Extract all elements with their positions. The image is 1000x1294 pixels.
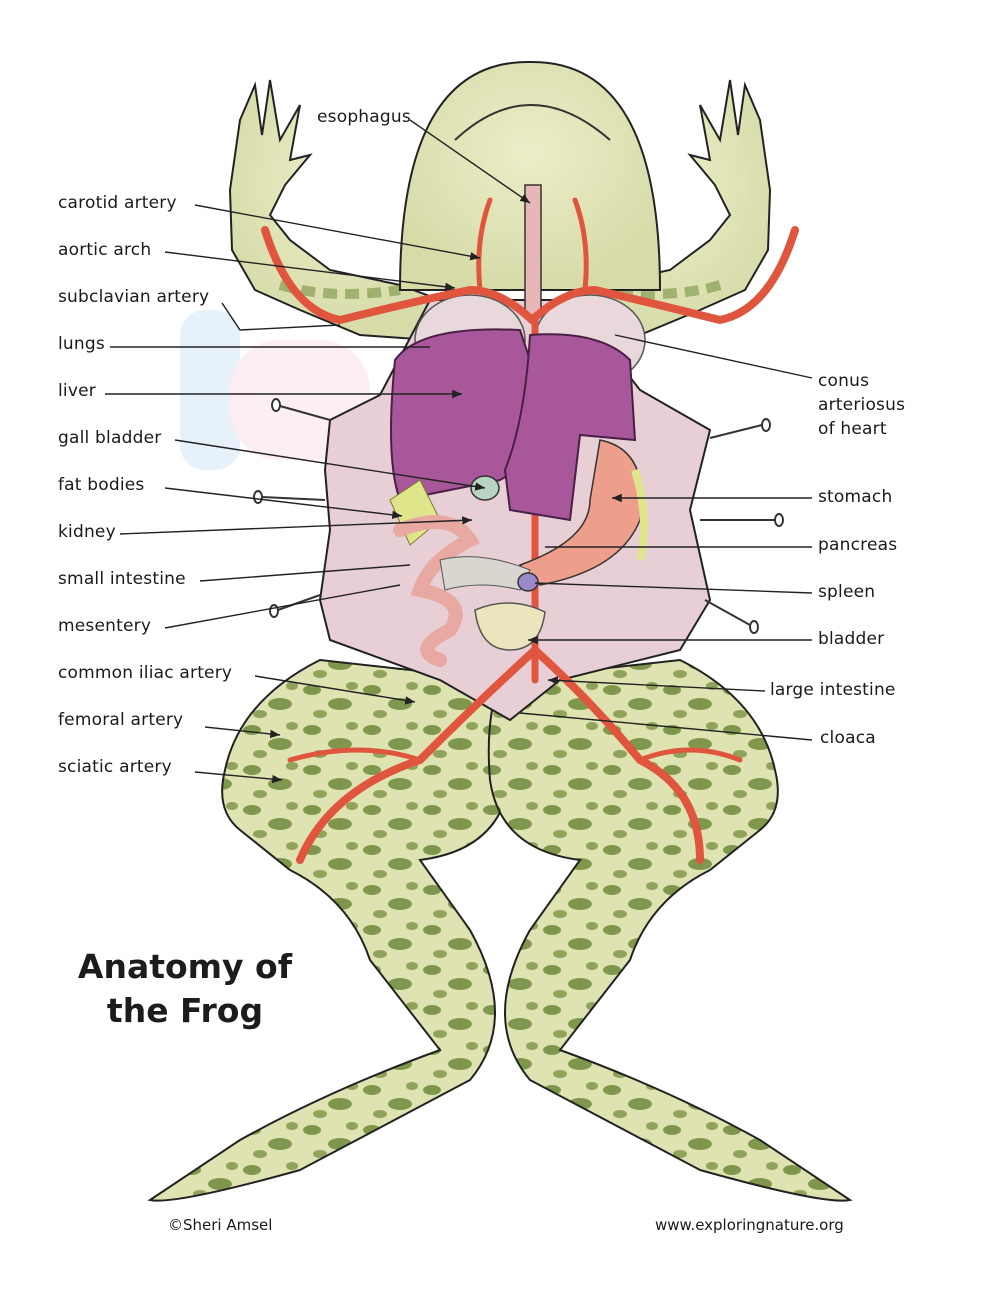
label-subclavian-artery: subclavian artery: [58, 287, 210, 307]
label-liver: liver: [58, 381, 96, 401]
label-kidney: kidney: [58, 522, 116, 542]
dissection-pins: [253, 398, 784, 634]
left-leg: [147, 658, 513, 1202]
label-large-intestine: large intestine: [770, 680, 896, 700]
label-small-intestine: small intestine: [58, 569, 186, 589]
frog-head: [398, 60, 662, 291]
title-line-1: Anatomy of: [77, 947, 293, 986]
label-bladder: bladder: [818, 629, 885, 649]
leader-lines: [105, 119, 813, 784]
label-stomach: stomach: [818, 487, 893, 507]
small-intestine: [393, 515, 481, 667]
right-arm: [558, 79, 772, 342]
label-conus-arteriosus-line2: arteriosus: [818, 395, 906, 415]
label-mesentery: mesentery: [58, 616, 152, 636]
label-common-iliac-artery: common iliac artery: [58, 663, 233, 683]
label-femoral-artery: femoral artery: [58, 710, 184, 730]
website-credit: www.exploringnature.org: [655, 1216, 844, 1234]
title-line-2: the Frog: [106, 991, 264, 1030]
label-gall-bladder: gall bladder: [58, 428, 162, 448]
label-lungs: lungs: [58, 334, 105, 354]
label-cloaca: cloaca: [820, 728, 876, 748]
label-carotid-artery: carotid artery: [58, 193, 177, 213]
esophagus: [524, 184, 542, 316]
spleen: [517, 572, 539, 592]
right-leg: [487, 658, 853, 1202]
copyright-credit: ©Sheri Amsel: [168, 1216, 273, 1234]
label-fat-bodies: fat bodies: [58, 475, 145, 495]
liver-right-lobe: [503, 333, 637, 522]
label-sciatic-artery: sciatic artery: [58, 757, 172, 777]
label-aortic-arch: aortic arch: [58, 240, 152, 260]
stomach: [518, 439, 643, 586]
label-esophagus: esophagus: [317, 107, 411, 127]
diagram-title: Anatomy of the Frog: [60, 945, 310, 1033]
label-conus-arteriosus-line3: of heart: [818, 419, 887, 439]
label-spleen: spleen: [818, 582, 876, 602]
label-conus-arteriosus: conus: [818, 371, 870, 391]
label-pancreas: pancreas: [818, 535, 898, 555]
